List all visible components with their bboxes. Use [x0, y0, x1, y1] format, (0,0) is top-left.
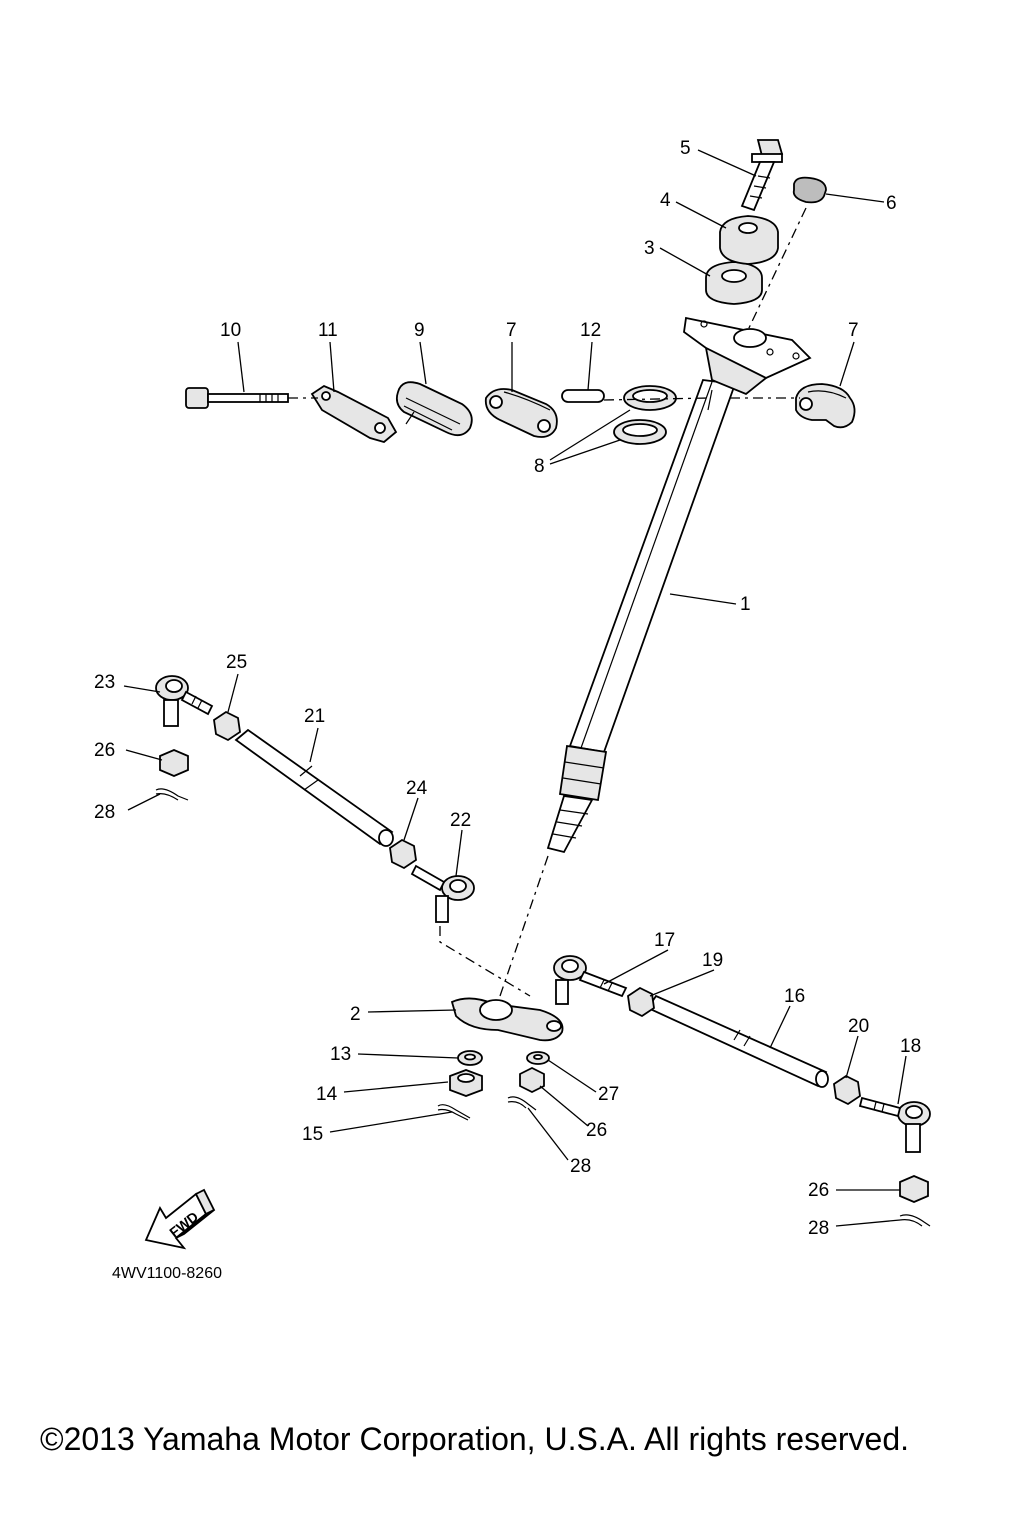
tie-rod-end-18 [858, 1096, 931, 1153]
leader-lines [123, 149, 907, 1227]
part-labels: 1 2 3 4 5 6 7 7 8 9 10 11 12 13 14 15 16… [94, 138, 921, 1239]
label-23: 23 [94, 672, 115, 693]
label-28-center: 28 [570, 1156, 591, 1177]
cotter-pin-28-right [899, 1214, 931, 1227]
plate-11 [310, 384, 398, 443]
washer-13 [457, 1050, 483, 1066]
washer-27 [526, 1051, 550, 1065]
holder-7-left [484, 388, 558, 438]
label-16: 16 [784, 986, 805, 1007]
bushing-8a [623, 385, 677, 411]
label-12: 12 [580, 320, 601, 341]
label-7-right: 7 [848, 320, 859, 341]
tie-rod-end-23 [155, 675, 214, 727]
steering-shaft [546, 316, 812, 854]
bolt-10 [185, 387, 289, 409]
tie-rod-end-17 [553, 955, 628, 1005]
cotter-pin-28-left [155, 788, 189, 801]
label-11: 11 [318, 320, 338, 341]
nut-26-right [899, 1175, 929, 1203]
label-17: 17 [654, 930, 675, 951]
nut-24 [389, 838, 417, 870]
label-26-center: 26 [586, 1120, 607, 1141]
nut-26-left [159, 749, 189, 777]
copyright-notice: ©2013 Yamaha Motor Corporation, U.S.A. A… [40, 1421, 909, 1457]
upper-clamp-4 [719, 215, 779, 265]
cap-6 [792, 176, 827, 204]
label-25: 25 [226, 652, 247, 673]
bushing-8b [613, 419, 667, 445]
label-13: 13 [330, 1044, 351, 1065]
nut-19 [627, 986, 655, 1018]
pitman-arm-2 [450, 997, 564, 1042]
label-7-left: 7 [506, 320, 517, 341]
label-19: 19 [702, 950, 723, 971]
label-21: 21 [304, 706, 325, 727]
fwd-arrow-icon: FWD [144, 1188, 216, 1250]
nut-26-center [519, 1066, 545, 1094]
nut-14 [449, 1069, 483, 1097]
cotter-pin-28-center [507, 1096, 537, 1111]
label-26-right: 26 [808, 1180, 829, 1201]
tie-rod-end-22 [410, 864, 475, 923]
pin-12 [561, 389, 605, 403]
label-3: 3 [644, 238, 655, 259]
label-6: 6 [886, 193, 897, 214]
label-20: 20 [848, 1016, 869, 1037]
label-26-left: 26 [94, 740, 115, 761]
label-5: 5 [680, 138, 691, 159]
label-15: 15 [302, 1124, 323, 1145]
label-27: 27 [598, 1084, 619, 1105]
assembly-lines [288, 207, 807, 997]
label-22: 22 [450, 810, 471, 831]
label-28-left: 28 [94, 802, 115, 823]
nut-25 [213, 710, 241, 742]
holder-7-right [795, 383, 856, 429]
tie-rod-21 [234, 728, 394, 847]
label-18: 18 [900, 1036, 921, 1057]
label-10: 10 [220, 320, 241, 341]
label-28-right: 28 [808, 1218, 829, 1239]
label-2: 2 [350, 1004, 361, 1025]
diagram-code: 4WV1100-8260 [112, 1265, 222, 1282]
label-4: 4 [660, 190, 671, 211]
label-9: 9 [414, 320, 425, 341]
label-24: 24 [406, 778, 428, 799]
nut-20 [833, 1074, 861, 1106]
tie-rod-16 [646, 994, 829, 1088]
label-8: 8 [534, 456, 545, 477]
label-1: 1 [740, 594, 751, 615]
upper-collar-3 [705, 261, 763, 305]
spring-9 [395, 381, 473, 437]
bolt-5 [740, 139, 784, 212]
cotter-pin-15 [437, 1104, 471, 1121]
label-14: 14 [316, 1084, 338, 1105]
